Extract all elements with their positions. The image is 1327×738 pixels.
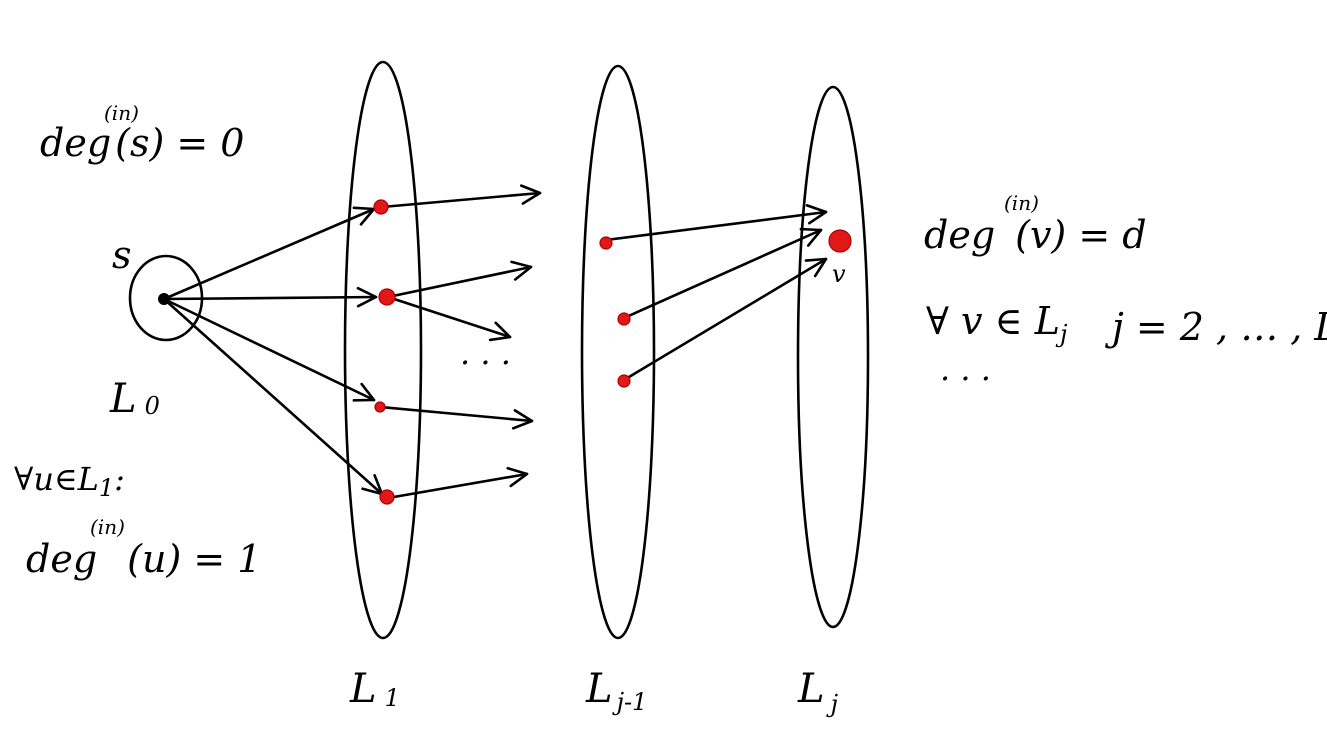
edge-s-to-l1-node2 bbox=[162, 286, 378, 308]
deg-source-formula: deg(s) = 0 bbox=[40, 121, 244, 165]
edge-l1-node2-out-a bbox=[386, 260, 533, 299]
edge-s-to-l1-node4 bbox=[162, 297, 384, 496]
lj1-node-1 bbox=[599, 236, 613, 250]
edge-l1-node3-out bbox=[378, 405, 534, 430]
deg-layer1-formula: deg(u) = 1 bbox=[26, 537, 261, 581]
node-v-label: v bbox=[832, 260, 846, 288]
lj1-node-3 bbox=[617, 374, 631, 388]
layer-Lj-ellipse bbox=[796, 85, 870, 629]
edge-l1-node1-out bbox=[380, 184, 542, 209]
deg-layerj-quantifier: ∀ v ∈ Lj bbox=[926, 299, 1068, 348]
deg-layerj-range: j = 2 , … , D bbox=[1105, 305, 1327, 349]
l1-node-4 bbox=[379, 489, 395, 505]
deg-source-superscript: (in) bbox=[104, 101, 139, 125]
deg-source-argument: (s) = 0 bbox=[115, 121, 244, 165]
deg-source-prefix: deg bbox=[40, 121, 111, 165]
source-label: s bbox=[112, 233, 132, 277]
l1-node-1 bbox=[373, 199, 389, 215]
edge-s-to-l1-node3 bbox=[162, 297, 376, 402]
layer-Lj-1-ellipse bbox=[580, 64, 656, 640]
edge-lj1-node2-to-v bbox=[622, 227, 823, 320]
l1-node-2 bbox=[378, 288, 396, 306]
l1-node-3 bbox=[374, 401, 386, 413]
layer-L1-ellipse bbox=[343, 60, 423, 640]
deg-layerj-formula: deg(v) = d bbox=[924, 213, 1147, 257]
edge-s-to-l1-node1 bbox=[162, 206, 376, 301]
deg-layer1-superscript: (in) bbox=[90, 515, 125, 539]
lj1-node-2 bbox=[617, 312, 631, 326]
middle-ellipsis: . . . bbox=[460, 334, 511, 372]
deg-layer1-quantifier: ∀u∈L1: bbox=[14, 460, 125, 502]
right-ellipsis: . . . bbox=[940, 350, 991, 388]
edge-lj1-node1-to-v bbox=[604, 204, 828, 242]
edge-l1-node2-out-b bbox=[386, 295, 512, 342]
deg-layerj-superscript: (in) bbox=[1004, 191, 1039, 215]
edge-lj1-node3-to-v bbox=[622, 257, 828, 382]
edge-l1-node4-out bbox=[386, 466, 529, 500]
node-v bbox=[828, 229, 852, 253]
